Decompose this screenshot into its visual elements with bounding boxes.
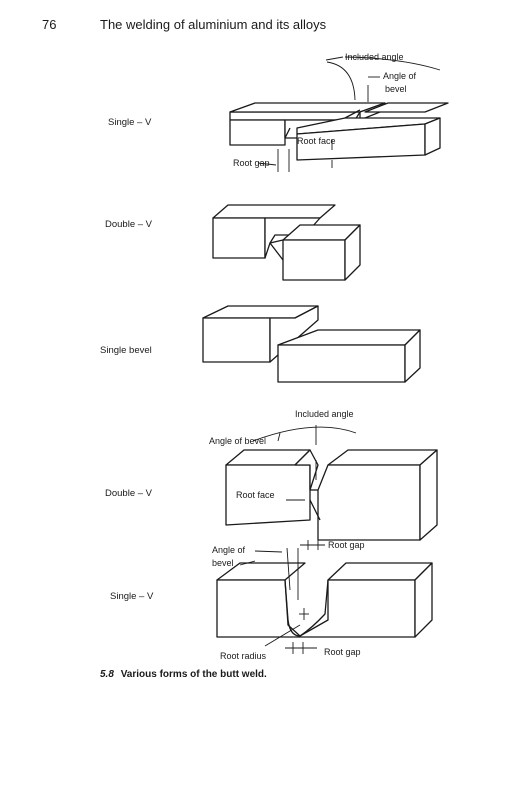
single-bevel-joint-drawing xyxy=(202,305,421,383)
single-v-joint-drawing xyxy=(229,102,449,161)
running-title: The welding of aluminium and its alloys xyxy=(100,17,327,32)
page-number: 76 xyxy=(42,17,57,32)
row-label-single-bevel: Single bevel xyxy=(100,345,152,356)
label-angle-of-bevel-3b: bevel xyxy=(212,558,234,568)
row-label-double-v-2: Double – V xyxy=(105,488,153,499)
row-label-single-v-2: Single – V xyxy=(110,591,154,602)
label-root-face-2: Root face xyxy=(236,490,275,500)
single-v-root-radius-drawing xyxy=(216,562,433,638)
figure-caption-text: Various forms of the butt weld. xyxy=(120,669,267,680)
label-root-radius: Root radius xyxy=(220,651,267,661)
label-angle-of-bevel-3a: Angle of xyxy=(212,545,246,555)
label-included-angle-1: Included angle xyxy=(345,52,404,62)
label-root-gap-2: Root gap xyxy=(328,540,365,550)
double-v-joint-drawing xyxy=(212,204,361,281)
row-label-double-v: Double – V xyxy=(105,219,153,230)
double-v-large-joint-drawing xyxy=(225,449,438,541)
figure-number: 5.8 xyxy=(100,669,114,680)
label-root-gap-3: Root gap xyxy=(324,647,361,657)
row-label-single-v: Single – V xyxy=(108,117,152,128)
figure-caption: 5.8 Various forms of the butt weld. xyxy=(100,669,267,680)
label-root-face-1: Root face xyxy=(297,136,336,146)
label-angle-of-bevel-1a: Angle of xyxy=(383,71,417,81)
label-angle-of-bevel-1b: bevel xyxy=(385,84,407,94)
label-root-gap-1: Root gap xyxy=(233,158,270,168)
label-included-angle-2: Included angle xyxy=(295,409,354,419)
label-angle-of-bevel-2: Angle of bevel xyxy=(209,436,266,446)
